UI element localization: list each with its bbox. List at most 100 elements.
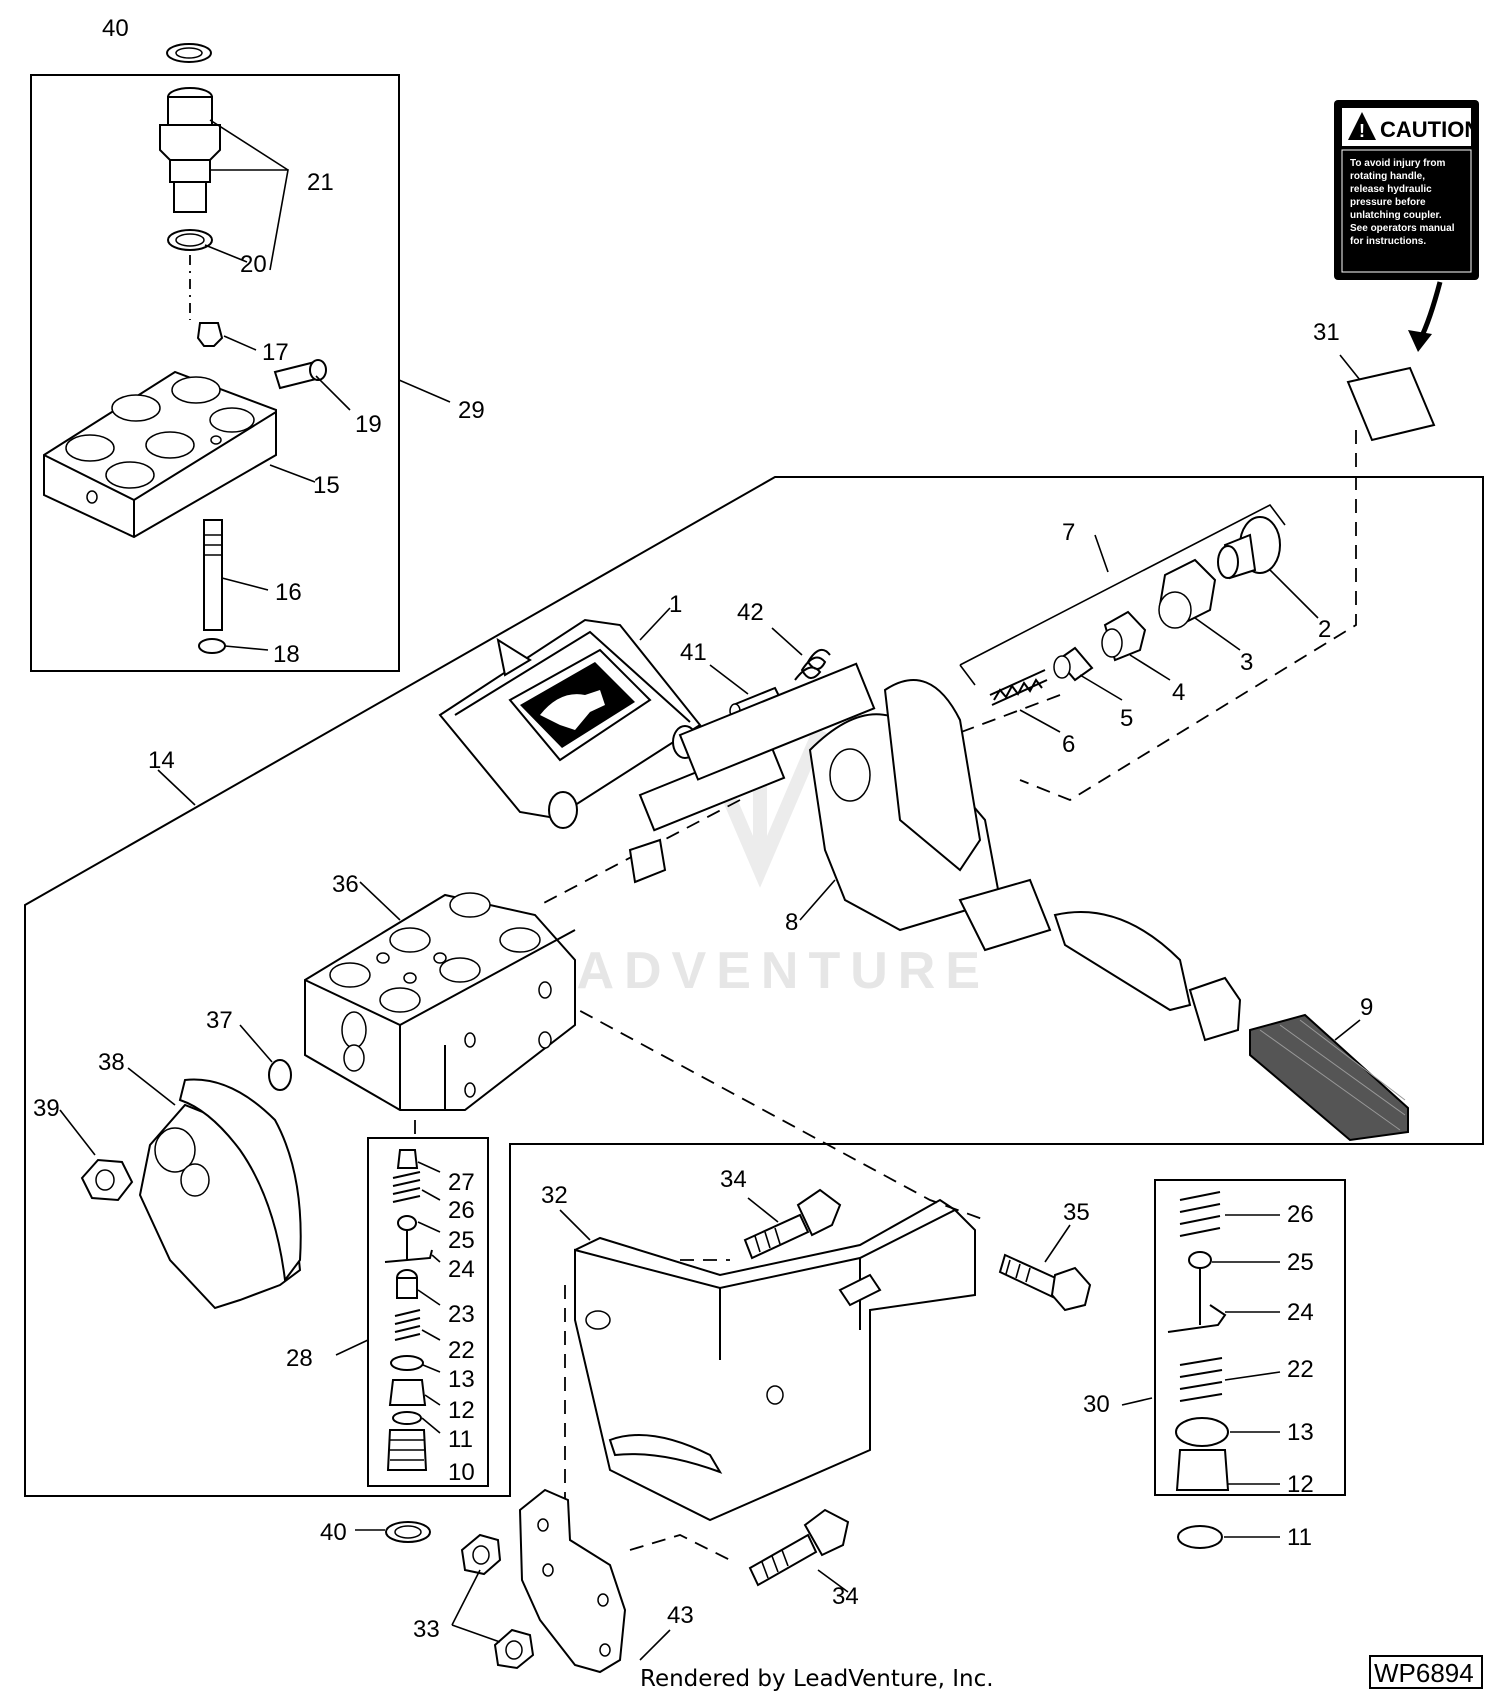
caution-line: unlatching coupler. [1350, 210, 1442, 221]
o-ring-37 [268, 1059, 292, 1091]
callout-34: 34 [720, 1166, 747, 1193]
callout-29: 29 [458, 397, 485, 424]
bolt-34-bottom [748, 1508, 850, 1587]
deer-logo-icon [520, 662, 635, 748]
caution-line: pressure before [1350, 197, 1426, 208]
callout-42: 42 [737, 599, 764, 626]
callout-37: 37 [206, 1007, 233, 1034]
callout-41: 41 [680, 639, 707, 666]
caution-decal: ! CAUTION To avoid injury from rotating … [1334, 100, 1480, 280]
callout-8: 8 [785, 909, 798, 936]
control-valve-36 [304, 892, 576, 1111]
seal-20 [167, 229, 213, 251]
knob-2 [1217, 516, 1281, 580]
callout-35: 35 [1063, 1199, 1090, 1226]
leaders-29 [204, 119, 451, 651]
callout-26b: 26 [1287, 1201, 1314, 1228]
callout-28: 28 [286, 1345, 313, 1372]
cover-1 [438, 618, 702, 829]
kit-7-bracket [959, 503, 1286, 686]
callout-39: 39 [33, 1095, 60, 1122]
pin-19 [273, 359, 327, 390]
callout-20: 20 [240, 251, 267, 278]
callout-12b: 12 [1287, 1471, 1314, 1498]
leader-35 [1044, 1224, 1071, 1263]
spring-42 [794, 648, 831, 681]
decal-31 [1346, 366, 1436, 442]
grip-9 [1249, 1013, 1409, 1142]
nut-3 [1158, 558, 1217, 629]
callout-26: 26 [448, 1197, 475, 1224]
leader-36 [359, 881, 401, 921]
callout-25: 25 [448, 1227, 475, 1254]
callout-18: 18 [273, 641, 300, 668]
callout-3: 3 [1240, 649, 1253, 676]
callout-6: 6 [1062, 731, 1075, 758]
caution-line: release hydraulic [1350, 184, 1432, 195]
caution-title: CAUTION [1380, 117, 1480, 142]
leader-8 [799, 879, 836, 921]
leaders-30 [1121, 1214, 1281, 1538]
svg-text:!: ! [1359, 121, 1365, 141]
bracket-32 [574, 1198, 976, 1522]
leader-42 [771, 627, 803, 656]
credit-text: Rendered by LeadVenture, Inc. [640, 1666, 994, 1691]
leader-39 [59, 1109, 96, 1156]
callout-7: 7 [1062, 519, 1075, 546]
caution-body: To avoid injury from rotating handle, re… [1350, 158, 1455, 247]
caution-line: rotating handle, [1350, 171, 1425, 182]
leader-32 [559, 1209, 591, 1241]
leaders-7-group [1019, 569, 1319, 733]
washer-40-bottom [385, 1521, 431, 1543]
callout-21: 21 [307, 169, 334, 196]
assembly-28-parts [384, 1149, 433, 1471]
callout-22: 22 [448, 1337, 475, 1364]
callout-12: 12 [448, 1397, 475, 1424]
plate-43 [518, 1488, 627, 1674]
callout-13b: 13 [1287, 1419, 1314, 1446]
callout-27: 27 [448, 1169, 475, 1196]
leader-31 [1339, 354, 1361, 381]
leader-38 [127, 1067, 176, 1106]
decal-arrow-head [1408, 330, 1432, 352]
callout-11: 11 [448, 1426, 473, 1453]
callout-36: 36 [332, 871, 359, 898]
callout-43: 43 [667, 1602, 694, 1629]
callout-24b: 24 [1287, 1299, 1314, 1326]
callout-23: 23 [448, 1301, 475, 1328]
leader-33 [451, 1569, 501, 1643]
valve-block-15 [43, 370, 277, 539]
callout-33: 33 [413, 1616, 440, 1643]
callout-40: 40 [102, 15, 129, 42]
leader-41 [709, 664, 749, 695]
washer-40-top [166, 43, 212, 63]
callout-30: 30 [1083, 1391, 1110, 1418]
callout-9: 9 [1360, 994, 1373, 1021]
callout-40b: 40 [320, 1519, 347, 1546]
figure-id: WP6894 [1374, 1658, 1474, 1688]
decal-arrow [1417, 281, 1443, 342]
leader-34-top [747, 1197, 779, 1223]
callout-4: 4 [1172, 679, 1185, 706]
callout-32: 32 [541, 1182, 568, 1209]
leader-37 [239, 1024, 273, 1063]
assembly-28-box [367, 1137, 489, 1487]
plate-38 [138, 1078, 302, 1310]
spool-16 [203, 519, 223, 631]
callout-25b: 25 [1287, 1249, 1314, 1276]
callout-2: 2 [1318, 616, 1331, 643]
spring-6 [989, 669, 1048, 706]
callout-5: 5 [1120, 705, 1133, 732]
leader-9 [1334, 1019, 1361, 1041]
nuts-33 [460, 1533, 535, 1670]
callout-19: 19 [355, 411, 382, 438]
caution-line: See operators manual [1350, 223, 1455, 234]
bolt-34-top [743, 1188, 842, 1260]
callout-labels: 40 21 20 17 19 29 15 16 18 31 7 2 3 4 5 … [33, 15, 1373, 1643]
callout-15: 15 [313, 472, 340, 499]
callout-17: 17 [262, 339, 289, 366]
assembly-14-outline [24, 476, 1484, 1497]
callout-10: 10 [448, 1459, 475, 1486]
nut-39 [80, 1158, 134, 1202]
